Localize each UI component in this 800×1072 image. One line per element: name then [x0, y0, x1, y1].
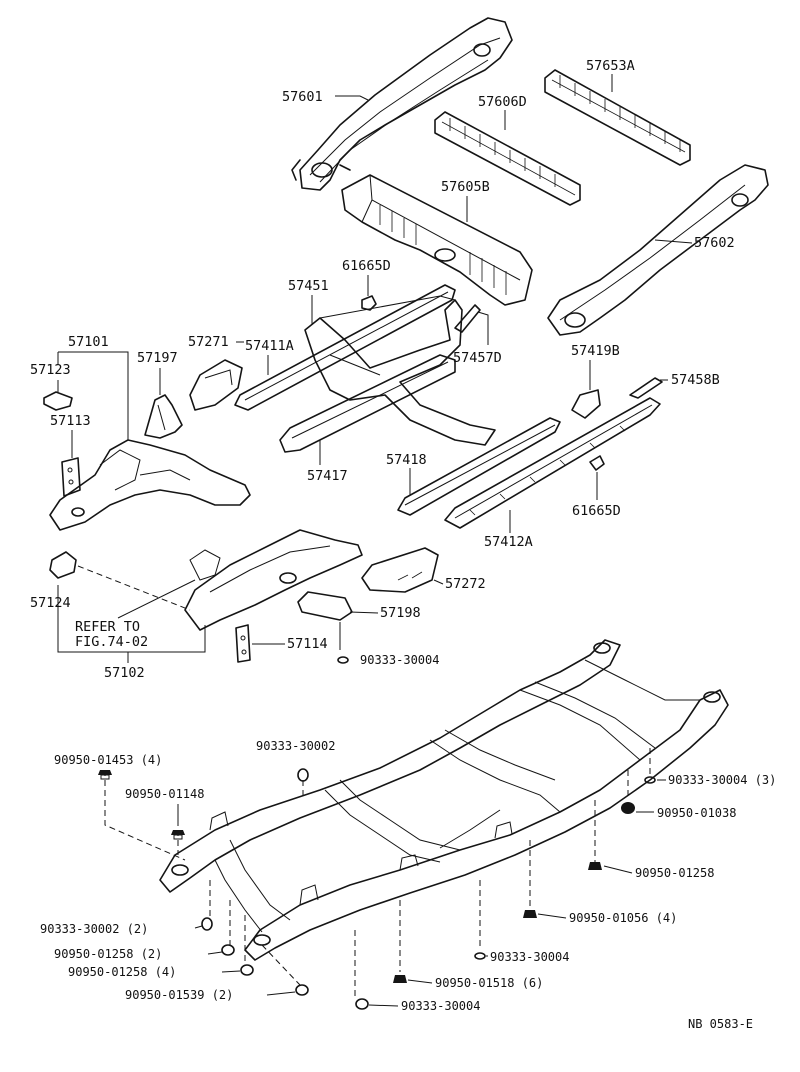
fasteners	[98, 768, 656, 1010]
part-57451-drawing	[304, 295, 496, 446]
label-57451: 57451	[288, 278, 329, 294]
label-57417: 57417	[307, 468, 348, 484]
part-57197-drawing	[144, 394, 183, 439]
part-61665D-top-drawing	[361, 295, 377, 311]
label-57605B: 57605B	[441, 179, 490, 195]
label-90950-01518: 90950-01518 (6)	[435, 976, 543, 990]
part-57411A-drawing	[234, 284, 456, 411]
part-57458B-drawing	[629, 377, 663, 399]
label-57419B: 57419B	[571, 343, 620, 359]
label-57271: 57271	[188, 334, 229, 350]
label-90950-01056: 90950-01056 (4)	[569, 911, 677, 925]
label-57198: 57198	[380, 605, 421, 621]
drawing-code: NB 0583-E	[688, 1017, 753, 1031]
label-61665D-top: 61665D	[342, 258, 391, 274]
label-57123: 57123	[30, 362, 71, 378]
label-57601: 57601	[282, 89, 323, 105]
label-90950-01038: 90950-01038	[657, 806, 736, 820]
leader-57101	[58, 351, 129, 440]
part-57272-drawing	[361, 547, 439, 593]
label-57411A: 57411A	[245, 338, 294, 354]
label-90333-30004-c: 90333-30004	[401, 999, 480, 1013]
part-57123-drawing	[43, 391, 73, 411]
label-90950-01258-4: 90950-01258 (4)	[68, 965, 176, 979]
label-57457D: 57457D	[453, 350, 502, 366]
part-57457D-drawing	[454, 304, 481, 333]
part-57114-drawing	[235, 624, 251, 663]
part-57412A-drawing	[444, 397, 661, 529]
part-57113-drawing	[61, 457, 81, 497]
part-57605B-drawing	[341, 174, 533, 306]
label-refer-line1: REFER TO	[75, 619, 140, 635]
label-57101: 57101	[68, 334, 109, 350]
washer-90333-30004-a	[337, 656, 349, 664]
label-90950-01258-2: 90950-01258 (2)	[54, 947, 162, 961]
part-57102-drawing	[184, 529, 363, 631]
part-57601-drawing	[291, 17, 513, 191]
leader-57457D	[477, 311, 489, 345]
label-57114: 57114	[287, 636, 328, 652]
label-refer-line2: FIG.74-02	[75, 634, 148, 650]
leader-refer	[117, 579, 196, 619]
label-57653A: 57653A	[586, 58, 635, 74]
label-57113: 57113	[50, 413, 91, 429]
label-90333-30004-3: 90333-30004 (3)	[668, 773, 776, 787]
label-90950-01539: 90950-01539 (2)	[125, 988, 233, 1002]
label-90950-01148: 90950-01148	[125, 787, 204, 801]
part-57419B-drawing	[571, 389, 601, 419]
part-57101-drawing	[49, 439, 251, 531]
label-57458B: 57458B	[671, 372, 720, 388]
label-57272: 57272	[445, 576, 486, 592]
label-57197: 57197	[137, 350, 178, 366]
frame-assembly-drawing	[159, 639, 729, 961]
part-61665D-bottom-drawing	[589, 455, 605, 471]
label-57602: 57602	[694, 235, 735, 251]
leader-57602	[654, 239, 693, 244]
fastener-leaders	[104, 748, 651, 1000]
part-57271-drawing	[189, 359, 243, 411]
label-90333-30002-2: 90333-30002 (2)	[40, 922, 148, 936]
label-57102: 57102	[104, 665, 145, 681]
label-90333-30004-b: 90333-30004	[490, 950, 569, 964]
label-57418: 57418	[386, 452, 427, 468]
label-57606D: 57606D	[478, 94, 527, 110]
part-57653A-drawing	[544, 69, 691, 166]
part-57198-drawing	[297, 591, 353, 621]
label-57412A: 57412A	[484, 534, 533, 550]
part-57417-drawing	[279, 354, 456, 453]
label-57124: 57124	[30, 595, 71, 611]
part-57418-drawing	[397, 417, 561, 516]
part-57124-drawing	[49, 551, 77, 579]
part-57602-drawing	[547, 164, 769, 336]
leader-57601	[335, 95, 369, 101]
label-90333-30002-a: 90333-30002	[256, 739, 335, 753]
label-61665D-bottom: 61665D	[572, 503, 621, 519]
label-90950-01453: 90950-01453 (4)	[54, 753, 162, 767]
part-57606D-drawing	[434, 111, 581, 206]
label-90333-30004-a: 90333-30004	[360, 653, 439, 667]
label-90950-01258-a: 90950-01258	[635, 866, 714, 880]
